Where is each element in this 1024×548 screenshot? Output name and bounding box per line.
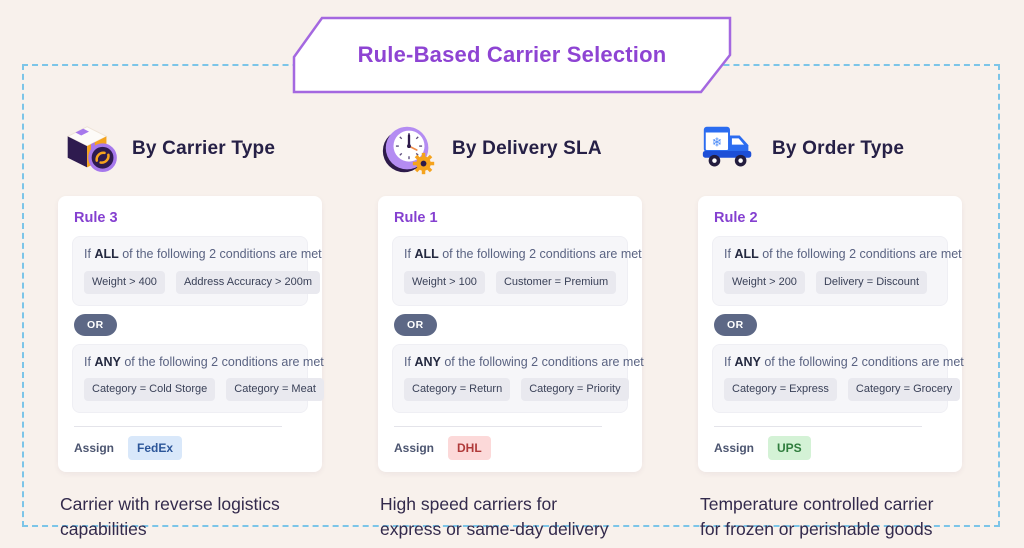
rule-card: Rule 3 If ALL of the following 2 conditi… <box>58 196 324 473</box>
condition-group-any: If ANY of the following 2 conditions are… <box>712 343 964 414</box>
svg-text:❄: ❄ <box>712 135 723 150</box>
assign-label: Assign <box>394 441 435 456</box>
condition-chips: Weight > 400 Address Accuracy > 200m <box>84 270 321 294</box>
condition-group-any: If ANY of the following 2 conditions are… <box>72 343 324 414</box>
page-title: Rule-Based Carrier Selection <box>357 42 667 67</box>
condition-chip: Weight > 400 <box>84 270 165 294</box>
condition-chip: Delivery = Discount <box>815 270 928 294</box>
rule-card: Rule 1 If ALL of the following 2 conditi… <box>378 196 644 473</box>
or-pill: OR <box>74 313 117 336</box>
carrier-badge-ups: UPS <box>768 436 811 461</box>
package-reverse-icon <box>66 126 117 173</box>
column-delivery-sla: By Delivery SLA Rule 1 If ALL of the fol… <box>378 116 644 541</box>
column-title: By Carrier Type <box>132 138 276 159</box>
condition-chips: Category = Express Category = Grocery <box>724 378 961 402</box>
columns-row: By Carrier Type Rule 3 If ALL of the fol… <box>58 116 964 541</box>
column-caption: High speed carriers for express or same-… <box>380 494 609 539</box>
column-order-type: ❄ By Order Type Rule 2 If ALL <box>698 116 964 541</box>
condition-chips: Category = Cold Storge Category = Meat <box>84 378 324 402</box>
condition-sentence: If ANY of the following 2 conditions are… <box>404 354 644 369</box>
carrier-badge-fedex: FedEx <box>128 436 183 461</box>
condition-group-any: If ANY of the following 2 conditions are… <box>392 343 644 414</box>
banner-shape <box>292 16 732 94</box>
condition-group-all: If ALL of the following 2 conditions are… <box>392 236 642 306</box>
condition-chip: Address Accuracy > 200m <box>175 270 321 294</box>
condition-sentence: If ALL of the following 2 conditions are… <box>404 247 642 261</box>
condition-chip: Weight > 100 <box>404 270 485 294</box>
condition-sentence: If ANY of the following 2 conditions are… <box>724 354 964 369</box>
condition-group-all: If ALL of the following 2 conditions are… <box>712 236 962 306</box>
assign-row: Assign DHL <box>394 436 628 461</box>
divider <box>74 426 282 428</box>
condition-chip: Category = Express <box>724 378 837 402</box>
condition-group-all: If ALL of the following 2 conditions are… <box>72 236 322 306</box>
condition-chips: Weight > 200 Delivery = Discount <box>724 270 936 294</box>
condition-chip: Category = Grocery <box>847 378 961 402</box>
rule-name: Rule 3 <box>74 210 118 226</box>
column-carrier-type: By Carrier Type Rule 3 If ALL of the fol… <box>58 116 324 541</box>
column-title: By Order Type <box>772 138 905 159</box>
or-pill: OR <box>714 313 757 336</box>
condition-chips: Category = Return Category = Priority <box>404 378 629 402</box>
condition-chip: Category = Meat <box>226 378 324 402</box>
column-header: By Carrier Type <box>58 116 322 182</box>
column-title: By Delivery SLA <box>452 138 602 159</box>
condition-chip: Category = Cold Storge <box>84 378 216 402</box>
condition-chip: Category = Return <box>404 378 511 402</box>
condition-sentence: If ALL of the following 2 conditions are… <box>84 247 322 261</box>
column-header: ❄ By Order Type <box>698 116 962 182</box>
divider <box>394 426 602 428</box>
title-banner: Rule-Based Carrier Selection <box>292 16 732 94</box>
assign-label: Assign <box>714 441 755 456</box>
condition-chip: Weight > 200 <box>724 270 805 294</box>
assign-label: Assign <box>74 441 115 456</box>
column-header: By Delivery SLA <box>378 116 642 182</box>
condition-chip: Category = Priority <box>521 378 629 402</box>
rule-name: Rule 1 <box>394 210 438 226</box>
clock-sla-icon <box>382 126 435 175</box>
assign-row: Assign FedEx <box>74 436 308 461</box>
condition-sentence: If ANY of the following 2 conditions are… <box>84 354 324 369</box>
rule-name: Rule 2 <box>714 210 758 226</box>
condition-sentence: If ALL of the following 2 conditions are… <box>724 247 962 261</box>
column-caption: Temperature controlled carrier for froze… <box>700 494 934 539</box>
condition-chips: Weight > 100 Customer = Premium <box>404 270 617 294</box>
column-caption: Carrier with reverse logistics capabilit… <box>60 494 280 539</box>
condition-chip: Customer = Premium <box>495 270 617 294</box>
assign-row: Assign UPS <box>714 436 948 461</box>
or-pill: OR <box>394 313 437 336</box>
rule-card: Rule 2 If ALL of the following 2 conditi… <box>698 196 964 473</box>
divider <box>714 426 922 428</box>
carrier-badge-dhl: DHL <box>448 436 491 461</box>
refrigerated-truck-icon: ❄ <box>702 126 752 167</box>
